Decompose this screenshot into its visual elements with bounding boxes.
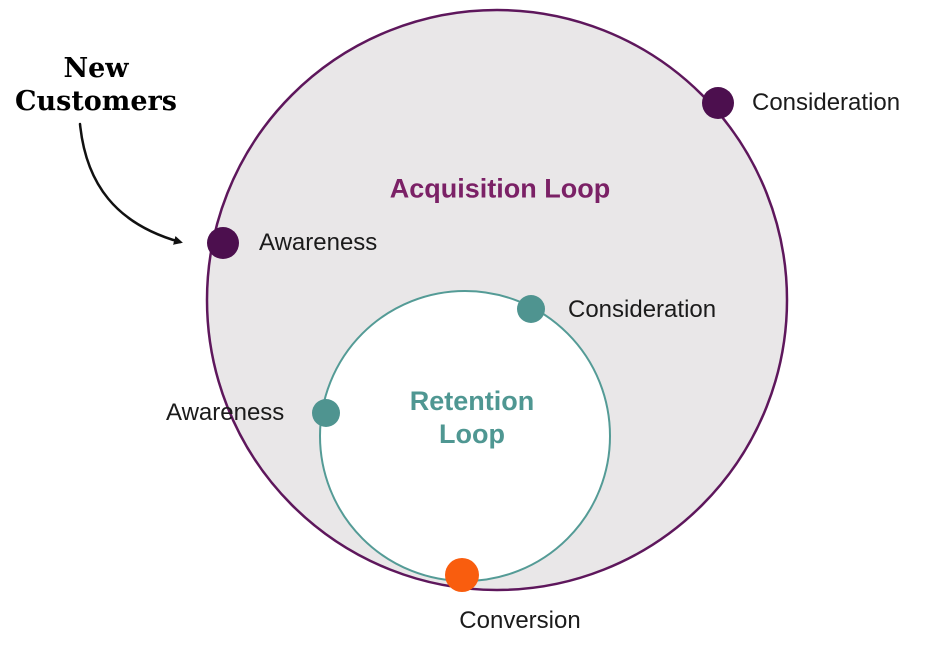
acquisition-awareness-dot [207,227,239,259]
acquisition-consideration-label: Consideration [752,89,901,116]
acquisition-awareness-label: Awareness [259,229,378,256]
retention-awareness-label: Awareness [166,399,285,426]
conversion-label: Conversion [459,607,581,634]
conversion-dot [445,558,479,592]
retention-consideration-dot [517,295,545,323]
retention-consideration-label: Consideration [568,296,717,323]
retention-loop-title: Retention Loop [409,386,535,449]
acquisition-loop-title: Acquisition Loop [389,173,611,204]
new-customers-arrow [78,122,183,245]
acquisition-consideration-dot [702,87,734,119]
new-customers-label: New Customers [15,53,177,117]
retention-awareness-dot [312,399,340,427]
